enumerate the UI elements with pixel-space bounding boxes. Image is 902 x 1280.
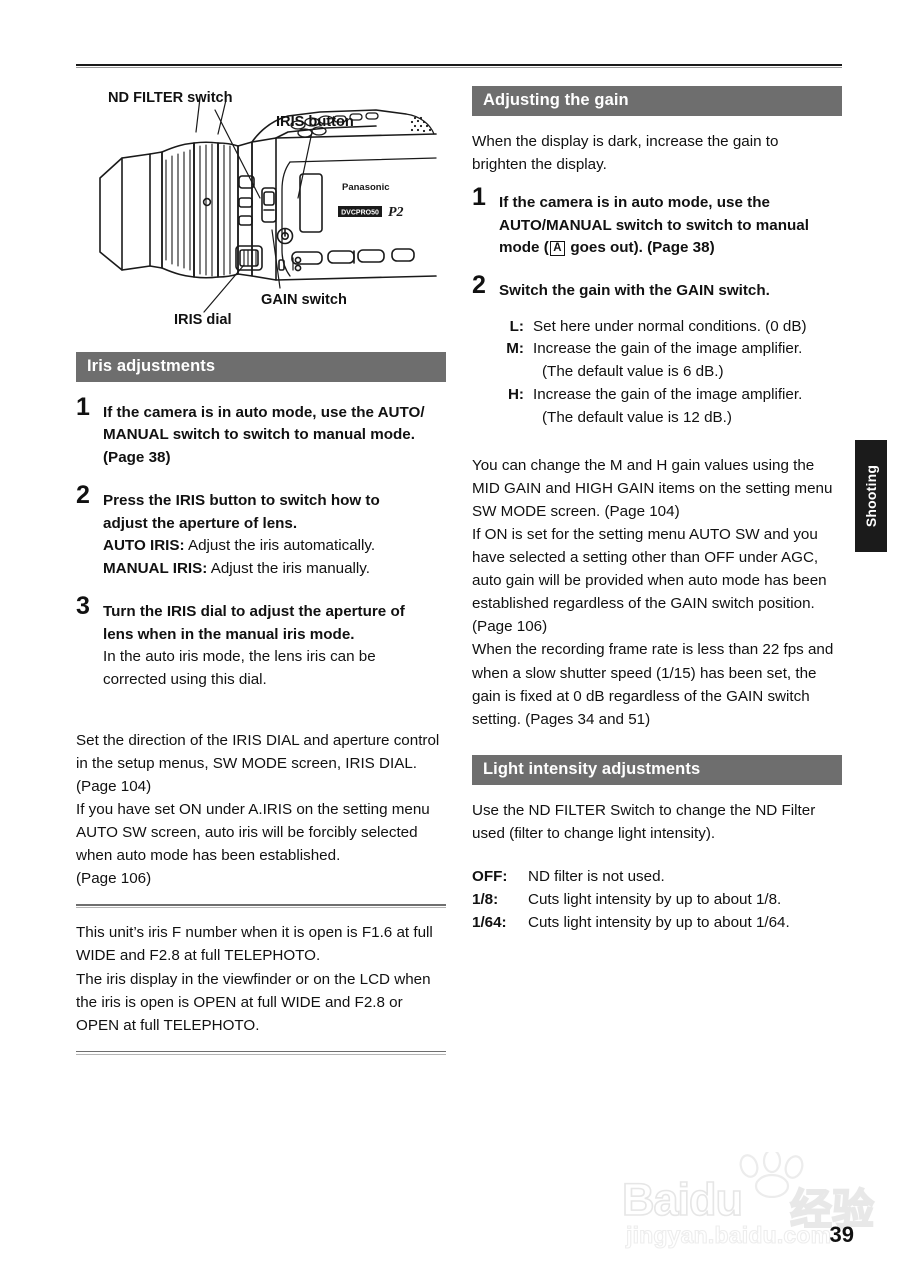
light-intensity-intro: Use the ND FILTER Switch to change the N… <box>472 801 816 843</box>
gain-option-m-value: Increase the gain of the image amplifier… <box>533 340 803 358</box>
iris-step-2-number: 2 <box>76 481 90 510</box>
nd-option-sixtyfourth-value: Cuts light intensity by up to about 1/64… <box>528 913 790 931</box>
nd-option-eighth-key: 1/8: <box>472 890 499 908</box>
nd-option-off-key: OFF: <box>472 868 508 886</box>
diagram-label-iris-button: IRIS button <box>276 114 354 130</box>
diagram-label-nd-filter-switch: ND FILTER switch <box>108 90 233 106</box>
page-number: 39 <box>829 1222 854 1247</box>
gain-step-2-number: 2 <box>472 271 486 300</box>
chapter-side-tab-shooting: Shooting <box>855 440 887 552</box>
gain-option-m: M: Increase the gain of the image amplif… <box>499 338 842 361</box>
nd-option-off-value: ND filter is not used. <box>528 868 665 886</box>
baidu-paw-icon <box>739 1152 804 1198</box>
gain-options-list: L: Set here under normal conditions. (0 … <box>472 316 842 430</box>
nd-option-sixtyfourth: 1/64: Cuts light intensity by up to abou… <box>472 912 842 935</box>
left-column: Iris adjustments 1 If the camera is in a… <box>76 352 446 1068</box>
gain-step-1-line1: If the camera is in auto mode, use the <box>499 194 770 212</box>
watermark-url-text: jingyan.baidu.com <box>625 1221 832 1248</box>
gain-option-l-value: Set here under normal conditions. (0 dB) <box>533 317 807 335</box>
gain-step-1-line2: AUTO/MANUAL switch to switch to manual <box>499 216 809 234</box>
iris-step-2-manual-val: Adjust the iris manually. <box>210 559 370 577</box>
gain-option-h-key: H: <box>507 386 524 404</box>
iris-step-2-manual-row: MANUAL IRIS: Adjust the iris manually. <box>103 558 446 581</box>
p2-badge: P2 <box>388 205 404 220</box>
section-heading-iris-adjustments: Iris adjustments <box>76 352 446 383</box>
iris-step-2: 2 Press the IRIS button to switch how to… <box>76 483 446 581</box>
section-heading-light-intensity-adjustments: Light intensity adjustments <box>472 754 842 785</box>
note-separator-1 <box>76 904 446 909</box>
iris-step-2-auto-row: AUTO IRIS: Adjust the iris automatically… <box>103 535 446 558</box>
gain-step-2-title: Switch the gain with the GAIN switch. <box>499 282 770 300</box>
dvcpro50-badge: DVCPRO50 <box>338 206 382 217</box>
section-heading-adjusting-the-gain: Adjusting the gain <box>472 86 842 117</box>
iris-step-3-body-line1: In the auto iris mode, the lens iris can… <box>103 648 376 666</box>
chapter-side-tab-label: Shooting <box>863 464 879 528</box>
iris-step-3-body-line2: corrected using this dial. <box>103 670 267 688</box>
gain-option-h-value: Increase the gain of the image amplifier… <box>533 386 803 404</box>
iris-step-3-line2: lens when in the manual iris mode. <box>103 625 355 643</box>
nd-option-eighth: 1/8: Cuts light intensity by up to about… <box>472 889 842 912</box>
iris-step-1-line3: (Page 38) <box>103 448 171 466</box>
iris-note-2: This unit’s iris F number when it is ope… <box>76 924 433 1034</box>
gain-option-h: H: Increase the gain of the image amplif… <box>499 384 842 407</box>
gain-option-h-continuation: (The default value is 12 dB.) <box>542 408 732 426</box>
top-rule <box>76 64 842 68</box>
gain-note: You can change the M and H gain values u… <box>472 456 834 728</box>
svg-text:DVCPRO50: DVCPRO50 <box>341 210 379 217</box>
note-separator-2 <box>76 1050 446 1055</box>
gain-step-1-line3-pre: mode ( <box>499 239 549 256</box>
iris-step-3: 3 Turn the IRIS dial to adjust the apert… <box>76 594 446 691</box>
speaker-dots <box>410 116 432 133</box>
panasonic-brand-text: Panasonic <box>342 182 390 193</box>
gain-step-1-line3: mode (A goes out). (Page 38) <box>499 237 842 259</box>
gain-step-1-number: 1 <box>472 183 486 212</box>
nd-filter-options-list: OFF: ND filter is not used. 1/8: Cuts li… <box>472 866 842 934</box>
gain-option-l-key: L: <box>509 317 524 335</box>
gain-step-1: 1 If the camera is in auto mode, use the… <box>472 185 842 259</box>
diagram-label-iris-dial: IRIS dial <box>174 312 232 328</box>
gain-option-m-continuation: (The default value is 6 dB.) <box>542 363 724 381</box>
camera-lens-controls-diagram: Panasonic DVCPRO50 P2 ND FILTER switch I… <box>76 80 446 342</box>
gain-intro-text: When the display is dark, increase the g… <box>472 133 779 174</box>
iris-step-1: 1 If the camera is in auto mode, use the… <box>76 395 446 469</box>
iris-step-3-number: 3 <box>76 592 90 621</box>
gain-option-m-key: M: <box>506 340 524 358</box>
watermark-logo-text: Baidu <box>621 1173 744 1226</box>
iris-step-1-line1: If the camera is in auto mode, use the A… <box>103 404 425 422</box>
right-column: Adjusting the gain When the display is d… <box>472 86 842 935</box>
iris-step-2-manual-key: MANUAL IRIS: <box>103 559 208 577</box>
top-rule-thick <box>76 64 842 66</box>
gain-step-2: 2 Switch the gain with the GAIN switch. <box>472 273 842 302</box>
iris-step-2-line2: adjust the aperture of lens. <box>103 514 298 532</box>
iris-step-2-auto-key: AUTO IRIS: <box>103 536 185 554</box>
iris-step-3-line1: Turn the IRIS dial to adjust the apertur… <box>103 603 405 621</box>
iris-step-1-number: 1 <box>76 393 90 422</box>
auto-mode-a-icon: A <box>549 240 566 256</box>
camera-illustration-svg: Panasonic DVCPRO50 P2 <box>99 97 437 313</box>
iris-note-1: Set the direction of the IRIS DIAL and a… <box>76 731 440 888</box>
top-rule-thin <box>76 67 842 68</box>
diagram-label-gain-switch: GAIN switch <box>261 292 347 308</box>
iris-step-1-line2: MANUAL switch to switch to manual mode. <box>103 426 415 444</box>
nd-option-eighth-value: Cuts light intensity by up to about 1/8. <box>528 890 782 908</box>
nd-option-off: OFF: ND filter is not used. <box>472 866 842 889</box>
nd-option-sixtyfourth-key: 1/64: <box>472 913 507 931</box>
gain-option-l: L: Set here under normal conditions. (0 … <box>499 316 842 339</box>
gain-step-1-line3-post: goes out). (Page 38) <box>566 239 715 256</box>
iris-step-2-auto-val: Adjust the iris automatically. <box>187 536 376 554</box>
iris-step-2-line1: Press the IRIS button to switch how to <box>103 492 380 510</box>
